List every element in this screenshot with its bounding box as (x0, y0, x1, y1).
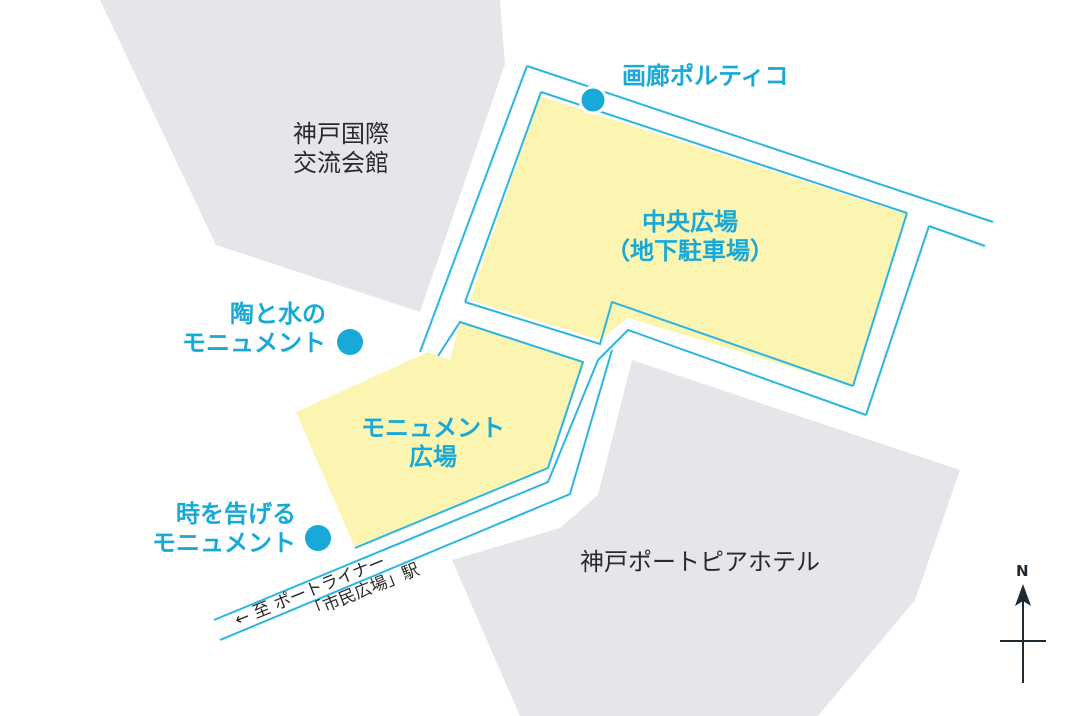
central-plaza-label: 中央広場 （地下駐車場） (598, 208, 782, 266)
road-inner-north (540, 91, 908, 214)
time-telling-line2: モニュメント (152, 528, 296, 557)
central-plaza-area[interactable] (470, 96, 906, 386)
kobe-international-hall-building[interactable] (100, 0, 505, 312)
monument-plaza-label: モニュメント 広場 (352, 414, 514, 472)
north-compass (1000, 600, 1046, 683)
gallery-poi-label[interactable]: 画廊ポルティコ (622, 62, 789, 90)
kobe-international-hall-line2: 交流会館 (293, 148, 389, 177)
road-inner-west-2 (464, 300, 854, 387)
road-middle (354, 320, 585, 549)
portopia-hotel-building[interactable] (452, 360, 960, 716)
monument-plaza-line2: 広場 (409, 442, 457, 471)
central-plaza-line2: （地下駐車場） (606, 236, 774, 265)
compass-north-label: N (1016, 562, 1029, 580)
gallery-poi-dot[interactable] (578, 85, 608, 115)
road-east-outer (928, 225, 986, 247)
time-telling-monument-dot[interactable] (305, 525, 331, 551)
road-south-lower (219, 349, 613, 641)
north-arrow-icon (1015, 584, 1031, 606)
time-telling-line1: 時を告げる (176, 500, 296, 528)
road-east-outer-2 (865, 225, 930, 416)
road-outer-west (419, 65, 528, 353)
kobe-international-hall-line1: 神戸国際 (293, 120, 389, 148)
central-plaza-line1: 中央広場 (642, 208, 738, 236)
time-telling-monument-label[interactable]: 時を告げる モニュメント (120, 500, 296, 558)
road-east-inner (852, 212, 908, 387)
pottery-water-line1: 陶と水の (230, 300, 326, 328)
monument-plaza-area[interactable] (296, 322, 583, 548)
pottery-water-line2: モニュメント (182, 328, 326, 357)
road-south-upper (213, 359, 599, 621)
road-inner-west (464, 91, 542, 303)
road-middle-east (597, 328, 867, 416)
pottery-water-monument-label[interactable]: 陶と水の モニュメント (150, 300, 326, 358)
monument-plaza-line1: モニュメント (361, 414, 505, 442)
pottery-water-monument-dot[interactable] (337, 329, 363, 355)
portopia-hotel-label: 神戸ポートピアホテル (580, 548, 820, 576)
kobe-international-hall-label: 神戸国際 交流会館 (293, 120, 389, 178)
